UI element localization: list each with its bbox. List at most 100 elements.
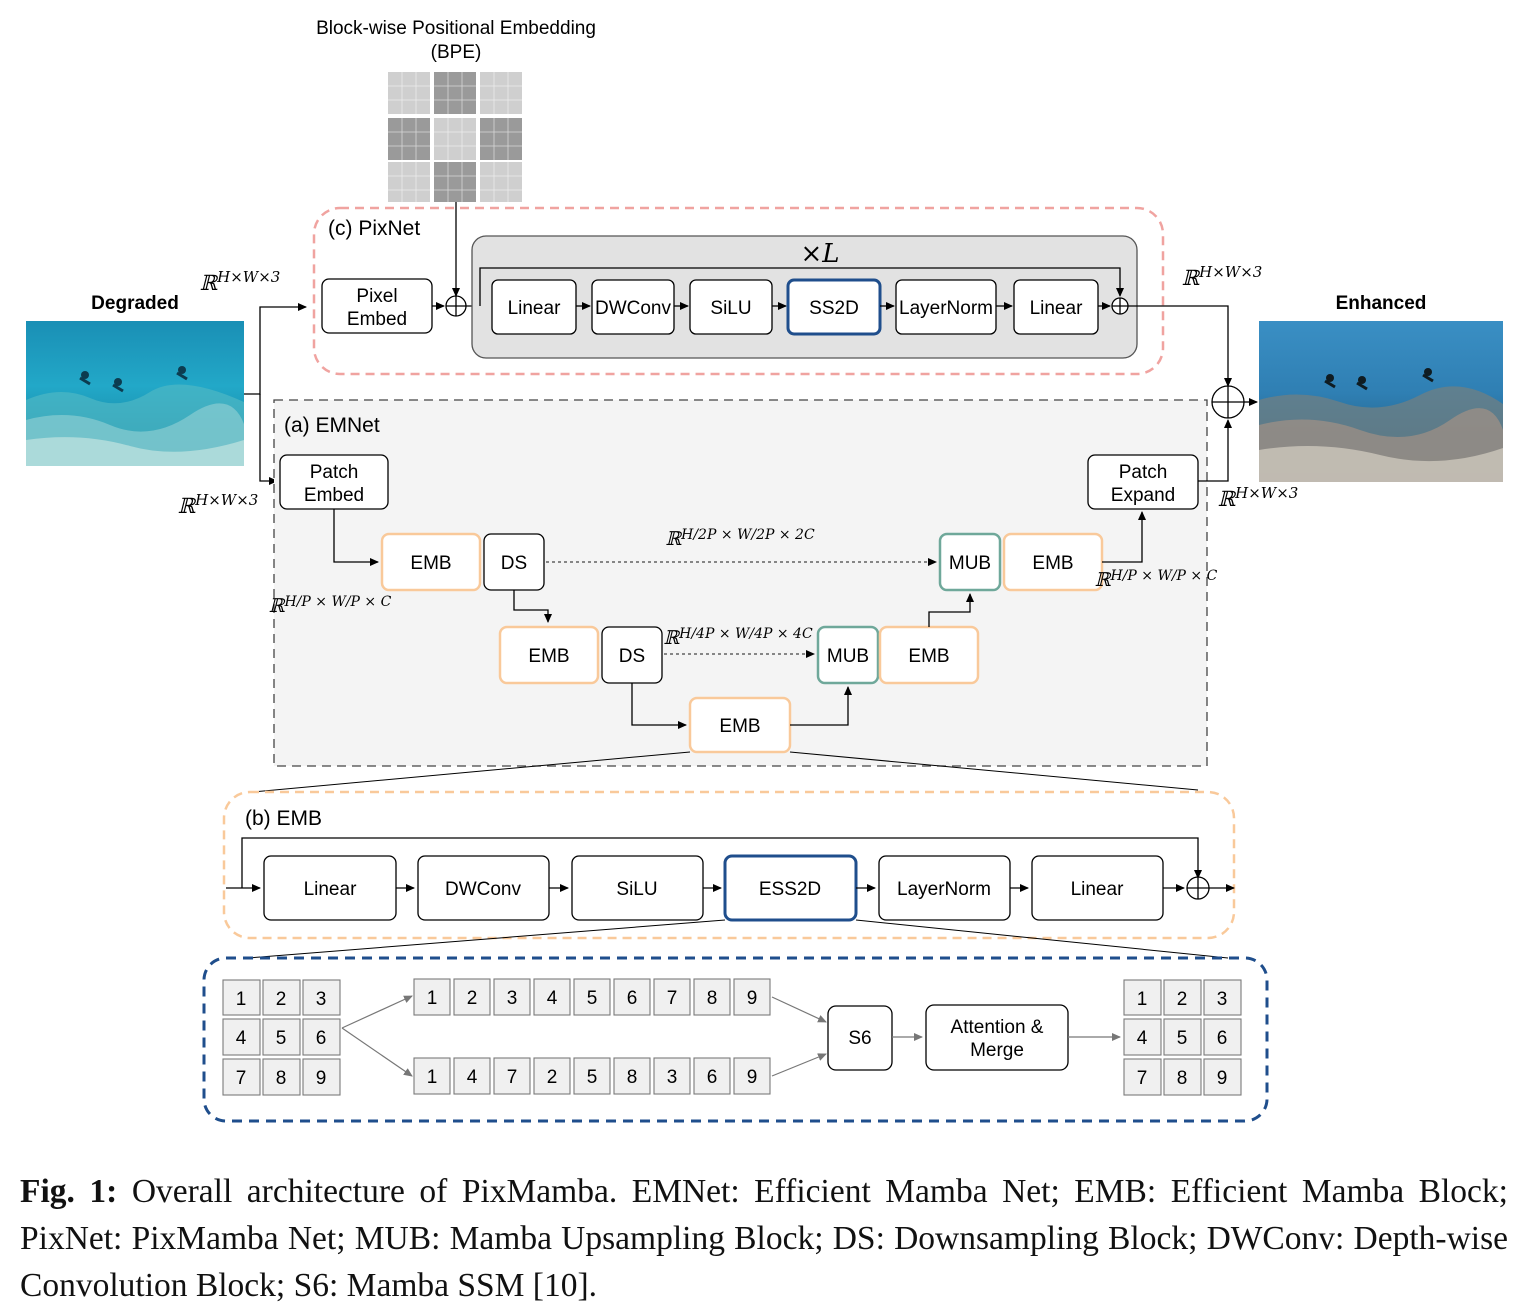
svg-text:LayerNorm: LayerNorm: [897, 879, 991, 900]
svg-text:Merge: Merge: [970, 1040, 1024, 1061]
svg-text:3: 3: [507, 988, 518, 1009]
emb-bottleneck: EMB: [688, 696, 792, 754]
svg-text:EMB: EMB: [1032, 553, 1073, 574]
svg-text:4: 4: [467, 1067, 478, 1088]
emnet-output-dim: ℝH×W×3: [1218, 484, 1299, 511]
pixnet-silu: SiLU: [689, 279, 773, 335]
emb-silu: SiLU: [571, 855, 704, 921]
svg-text:Linear: Linear: [1030, 298, 1083, 319]
emb-level-1: EMB: [380, 532, 482, 592]
svg-text:S6: S6: [848, 1028, 871, 1049]
svg-text:EMB: EMB: [410, 553, 451, 574]
pixnet-repeat-label: ×L: [800, 239, 839, 269]
svg-text:9: 9: [747, 1067, 758, 1088]
svg-text:MUB: MUB: [827, 646, 869, 667]
svg-text:SiLU: SiLU: [710, 298, 751, 319]
svg-text:Linear: Linear: [304, 879, 357, 900]
svg-text:4: 4: [236, 1028, 247, 1049]
pixnet-residual-add: [1111, 297, 1129, 315]
svg-text:Linear: Linear: [508, 298, 561, 319]
svg-text:4: 4: [547, 988, 558, 1009]
emb-linear-1: Linear: [263, 855, 397, 921]
pixnet-input-dim: ℝH×W×3: [200, 268, 281, 295]
ds-level-2: DS: [601, 626, 663, 684]
svg-text:4: 4: [1137, 1028, 1148, 1049]
enhanced-image: [1259, 321, 1503, 482]
emb-decoder-level-1: EMB: [1002, 532, 1104, 592]
svg-text:Linear: Linear: [1071, 879, 1124, 900]
emb-layernorm: LayerNorm: [878, 855, 1011, 921]
figure-caption-text: Overall architecture of PixMamba. EMNet:…: [20, 1173, 1508, 1304]
svg-text:SiLU: SiLU: [616, 879, 657, 900]
svg-text:6: 6: [627, 988, 638, 1009]
pixnet-linear-2: Linear: [1013, 279, 1099, 335]
svg-text:6: 6: [316, 1028, 327, 1049]
svg-text:1: 1: [427, 1067, 438, 1088]
enhanced-label: Enhanced: [1336, 293, 1427, 314]
svg-text:SS2D: SS2D: [809, 298, 859, 319]
svg-text:Expand: Expand: [1111, 485, 1175, 506]
svg-text:Attention &: Attention &: [951, 1017, 1044, 1038]
pixnet-ss2d: SS2D: [786, 278, 882, 336]
svg-text:2: 2: [276, 989, 287, 1010]
svg-text:5: 5: [1177, 1028, 1188, 1049]
final-add-op: [1211, 385, 1245, 419]
svg-text:7: 7: [667, 988, 678, 1009]
svg-text:9: 9: [747, 988, 758, 1009]
mub-level-1: MUB: [938, 532, 1002, 592]
svg-text:2: 2: [1177, 989, 1188, 1010]
emb-residual-add: [1186, 876, 1210, 900]
emnet-input-dim: ℝH×W×3: [178, 491, 259, 518]
svg-text:2: 2: [467, 988, 478, 1009]
bpe-add-op: [445, 295, 467, 317]
emnet-title: (a) EMNet: [284, 414, 380, 437]
svg-text:8: 8: [707, 988, 718, 1009]
svg-text:EMB: EMB: [528, 646, 569, 667]
svg-text:Patch: Patch: [310, 462, 359, 483]
svg-text:8: 8: [276, 1068, 287, 1089]
svg-text:1: 1: [236, 989, 247, 1010]
bpe-subtitle: (BPE): [431, 42, 482, 63]
ds-level-1: DS: [483, 533, 545, 591]
pixel-embed-label-2: Embed: [347, 309, 407, 330]
svg-text:1: 1: [427, 988, 438, 1009]
pixnet-title: (c) PixNet: [328, 217, 420, 240]
bpe-title: Block-wise Positional Embedding: [316, 18, 596, 39]
patch-embed-block: Patch Embed: [279, 454, 389, 510]
figure-label: Fig. 1:: [20, 1173, 118, 1210]
degraded-label: Degraded: [91, 293, 179, 314]
svg-text:2: 2: [547, 1067, 558, 1088]
svg-text:DWConv: DWConv: [445, 879, 522, 900]
emb-level-2: EMB: [498, 625, 600, 685]
ess2d-container: [202, 956, 1269, 1123]
emb-title: (b) EMB: [245, 807, 322, 830]
attention-merge-block: Attention & Merge: [925, 1004, 1069, 1071]
svg-text:7: 7: [236, 1068, 247, 1089]
s6-block: S6: [827, 1005, 893, 1071]
svg-text:3: 3: [316, 989, 327, 1010]
svg-text:LayerNorm: LayerNorm: [899, 298, 993, 319]
svg-text:1: 1: [1137, 989, 1148, 1010]
emb-dwconv: DWConv: [417, 855, 550, 921]
svg-text:DS: DS: [501, 553, 527, 574]
svg-text:6: 6: [1217, 1028, 1228, 1049]
svg-text:6: 6: [707, 1067, 718, 1088]
emb-decoder-level-2: EMB: [878, 625, 980, 685]
pixnet-dwconv: DWConv: [591, 279, 675, 335]
svg-text:EMB: EMB: [719, 716, 760, 737]
svg-text:8: 8: [1177, 1068, 1188, 1089]
svg-text:7: 7: [507, 1067, 518, 1088]
patch-expand-block: Patch Expand: [1087, 454, 1199, 510]
emb-linear-2: Linear: [1031, 855, 1164, 921]
svg-text:5: 5: [587, 1067, 598, 1088]
pixnet-output-dim: ℝH×W×3: [1182, 263, 1263, 290]
mub-level-2: MUB: [816, 625, 880, 685]
emb-container: [222, 790, 1236, 940]
svg-text:Patch: Patch: [1119, 462, 1168, 483]
svg-text:7: 7: [1137, 1068, 1148, 1089]
svg-text:Embed: Embed: [304, 485, 364, 506]
svg-text:EMB: EMB: [908, 646, 949, 667]
